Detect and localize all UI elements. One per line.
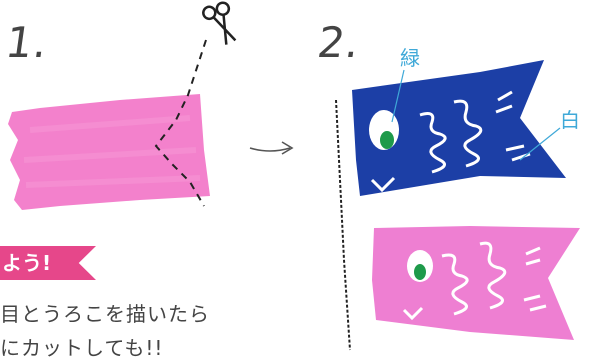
pink-fish-pupil: [414, 264, 426, 280]
cut-guide-line: [154, 39, 207, 207]
step-number-2: 2.: [314, 18, 364, 67]
arrow-icon: [249, 141, 294, 155]
pink-fish-streamer: [372, 226, 580, 340]
instruction-line-2: にカットしても!!: [0, 336, 164, 360]
section-banner: よう!: [0, 246, 96, 280]
step-number-1: 1.: [2, 18, 52, 67]
pole-line: [335, 99, 351, 351]
banner-text: よう!: [2, 251, 52, 275]
label-white: 白: [560, 108, 580, 132]
label-green: 緑: [400, 46, 420, 70]
blue-fish-streamer: [352, 60, 566, 196]
blue-fish-pupil: [380, 131, 394, 149]
pink-tape-texture: [23, 115, 201, 188]
instruction-line-1: 目とうろこを描いたら: [0, 302, 210, 326]
scissors-icon: [202, 1, 237, 45]
